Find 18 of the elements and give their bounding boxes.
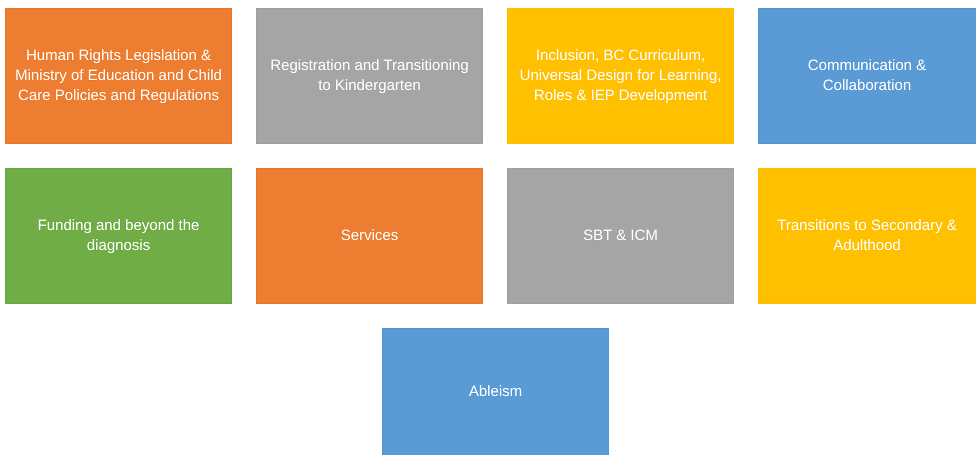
topic-box [5, 8, 232, 144]
topic-box [507, 8, 734, 144]
topic-box [256, 8, 483, 144]
topic-label: Funding and beyond the diagnosis [36, 216, 200, 256]
topic-box [382, 328, 609, 455]
topic-box [758, 8, 976, 144]
topic-label: Inclusion, BC Curriculum, Universal Design for Learning, Roles & IEP Development [518, 46, 722, 106]
topic-label: SBT & ICM [583, 226, 658, 246]
topic-label: Services [340, 226, 398, 246]
topic-box [256, 168, 483, 304]
topic-box [758, 168, 976, 304]
topic-label: Communication & Collaboration [806, 56, 928, 96]
topic-label: Transitions to Secondary & Adulthood [776, 216, 958, 256]
topic-box [507, 168, 734, 304]
topic-label: Registration and Transitioning to Kindergarten [269, 56, 470, 96]
topic-label: Ableism [468, 382, 522, 402]
topic-box [5, 168, 232, 304]
topic-label: Human Rights Legislation & Ministry of Education and Child Care Policies and Regulations [14, 46, 223, 106]
